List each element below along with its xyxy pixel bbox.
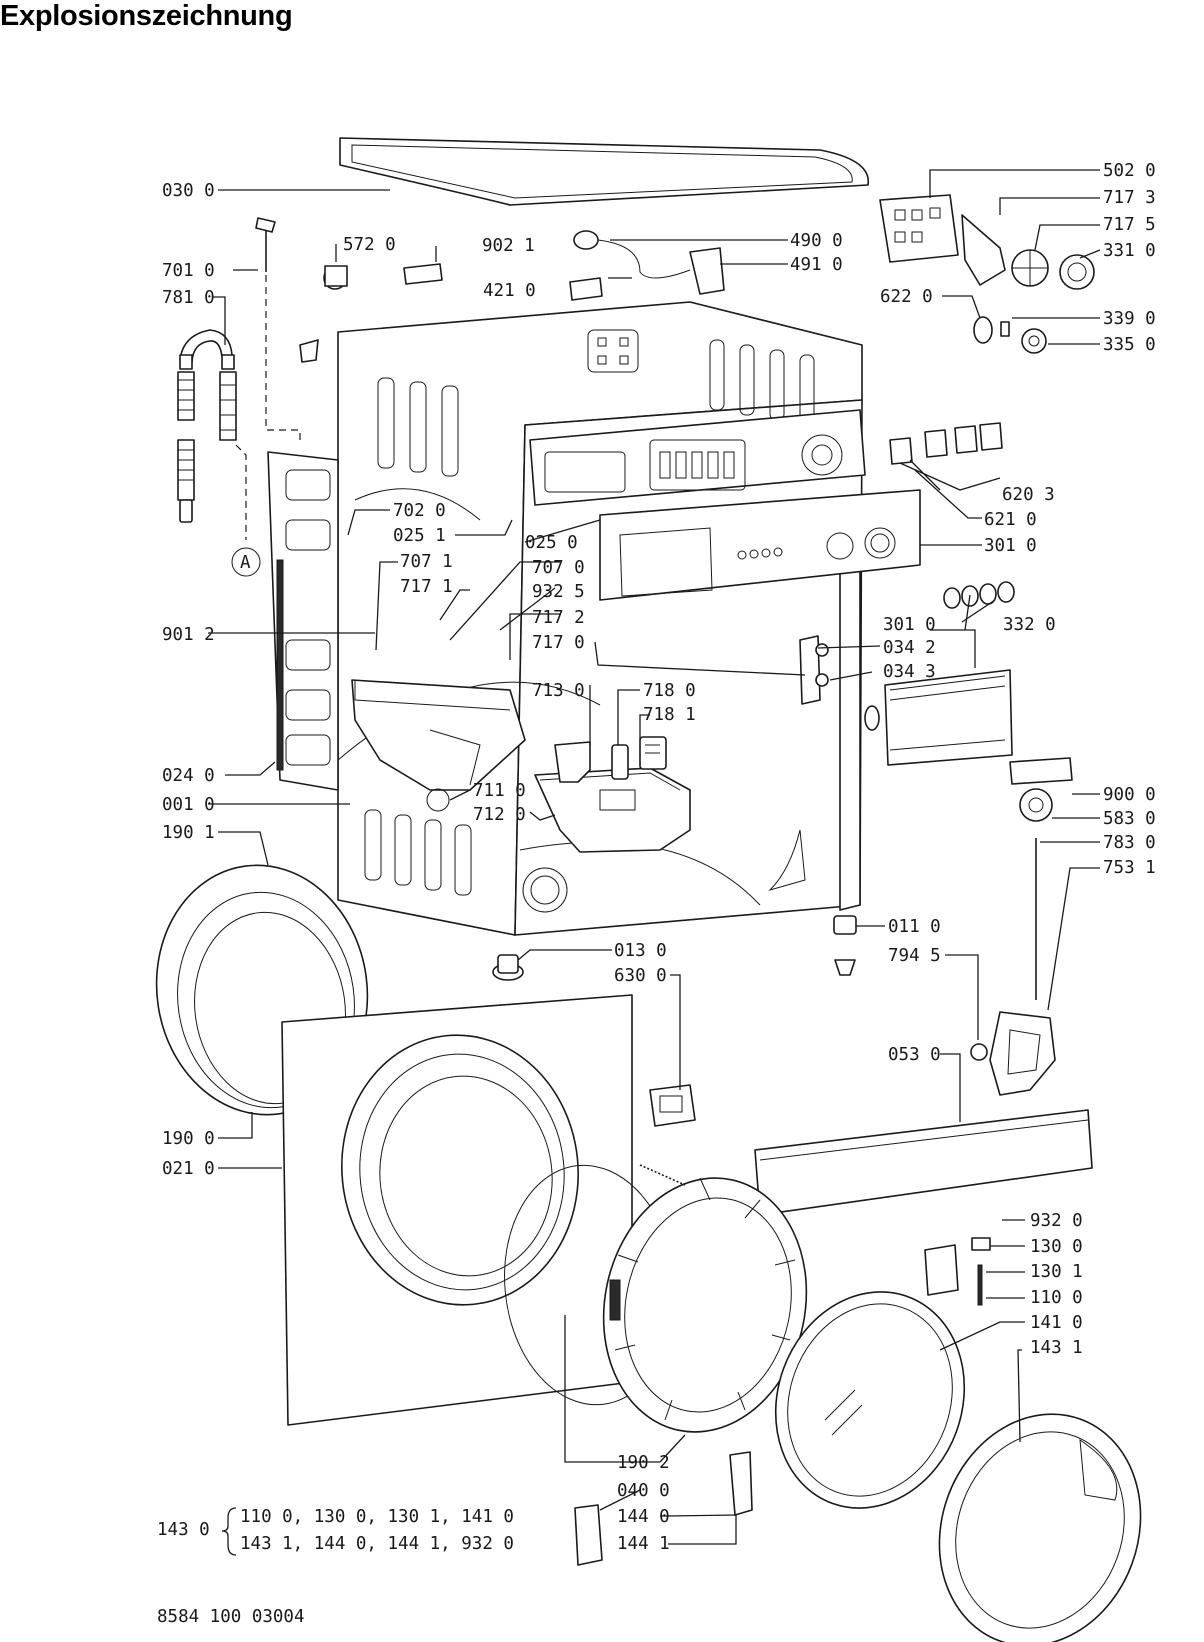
door-ring	[602, 1164, 808, 1433]
top-cover	[339, 137, 869, 206]
program-buttons	[889, 422, 1015, 609]
part-label: 335 0	[1103, 335, 1156, 355]
part-label: 713 0	[532, 681, 585, 701]
part-label: 013 0	[614, 941, 667, 961]
part-label: 781 0	[162, 288, 215, 308]
part-label: 621 0	[984, 510, 1037, 530]
part-label: 491 0	[790, 255, 843, 275]
part-label: 717 1	[400, 577, 453, 597]
reference-marker-label: A	[240, 553, 251, 573]
part-label: 502 0	[1103, 161, 1156, 181]
control-electronics	[529, 409, 866, 506]
part-label: 190 1	[162, 823, 215, 843]
detergent-dispenser	[351, 679, 691, 853]
drawer-front	[884, 669, 1013, 766]
door-lock	[649, 1084, 696, 1127]
part-label: 190 0	[162, 1129, 215, 1149]
part-label: 421 0	[483, 281, 536, 301]
leader-lines	[208, 169, 1101, 1545]
kit-note: 143 0 110 0, 130 0, 130 1, 141 0 143 1, …	[157, 1507, 514, 1556]
part-label: 034 3	[883, 662, 936, 682]
part-label: 707 0	[532, 558, 585, 578]
interlock-parts	[799, 635, 880, 731]
part-label: 053 0	[888, 1045, 941, 1065]
part-label: 630 0	[614, 966, 667, 986]
part-label: 702 0	[393, 501, 446, 521]
part-label: 025 0	[525, 533, 578, 553]
part-label: 011 0	[888, 917, 941, 937]
door-glass	[774, 1291, 966, 1509]
part-label: 712 0	[473, 805, 526, 825]
part-label: 717 5	[1103, 215, 1156, 235]
part-label: 901 2	[162, 625, 215, 645]
part-label: 024 0	[162, 766, 215, 786]
part-label: 110 0	[1030, 1288, 1083, 1308]
part-label: 144 0	[617, 1507, 670, 1527]
part-label: 794 5	[888, 946, 941, 966]
document-number: 8584 100 03004	[157, 1607, 305, 1627]
part-label: 572 0	[343, 235, 396, 255]
part-label: 717 3	[1103, 188, 1156, 208]
part-label: 025 1	[393, 526, 446, 546]
part-label: 783 0	[1103, 833, 1156, 853]
part-label: 701 0	[162, 261, 215, 281]
drain-pump	[989, 1011, 1056, 1096]
part-label: 030 0	[162, 181, 215, 201]
part-label: 301 0	[883, 615, 936, 635]
reference-marker-circle	[231, 547, 261, 577]
inlet-hoses	[177, 217, 301, 540]
part-label: 130 0	[1030, 1237, 1083, 1257]
part-labels: 030 0 701 0 781 0 572 0 902 1 421 0 490 …	[162, 161, 1156, 1554]
part-label: 711 0	[473, 781, 526, 801]
kick-plate	[754, 1109, 1093, 1216]
part-label: 622 0	[880, 287, 933, 307]
part-label: 718 1	[643, 705, 696, 725]
part-label: 490 0	[790, 231, 843, 251]
part-label: 339 0	[1103, 309, 1156, 329]
kit-note-label: 143 0	[157, 1520, 210, 1540]
part-label: 301 0	[984, 536, 1037, 556]
part-label: 143 1	[1030, 1338, 1083, 1358]
part-label: 190 2	[617, 1453, 670, 1473]
part-label: 707 1	[400, 552, 453, 572]
part-label: 717 2	[532, 608, 585, 628]
page-title: Explosionszeichnung	[0, 0, 293, 32]
kit-note-line1: 110 0, 130 0, 130 1, 141 0	[240, 1507, 514, 1527]
water-valves	[299, 230, 725, 363]
part-label: 144 1	[617, 1534, 670, 1554]
pressure-switch	[1009, 757, 1073, 1000]
part-label: 021 0	[162, 1159, 215, 1179]
door-outer-ring	[938, 1413, 1142, 1642]
front-panel	[281, 994, 676, 1426]
part-label: 620 3	[1002, 485, 1055, 505]
part-label: 932 0	[1030, 1211, 1083, 1231]
part-label: 753 1	[1103, 858, 1156, 878]
valve-parts	[554, 736, 667, 783]
door-hinge-and-handle	[574, 1237, 991, 1566]
part-label: 130 1	[1030, 1262, 1083, 1282]
part-label: 141 0	[1030, 1313, 1083, 1333]
kit-note-line2: 143 1, 144 0, 144 1, 932 0	[240, 1534, 514, 1554]
part-label: 034 2	[883, 638, 936, 658]
part-label: 900 0	[1103, 785, 1156, 805]
feet	[492, 915, 988, 1061]
part-label: 902 1	[482, 236, 535, 256]
part-label: 718 0	[643, 681, 696, 701]
front-control-panel	[599, 489, 921, 601]
part-label: 583 0	[1103, 809, 1156, 829]
part-label: 331 0	[1103, 241, 1156, 261]
part-label: 001 0	[162, 795, 215, 815]
part-label: 040 0	[617, 1481, 670, 1501]
part-label: 932 5	[532, 582, 585, 602]
back-panel	[267, 451, 339, 791]
part-label: 332 0	[1003, 615, 1056, 635]
part-label: 717 0	[532, 633, 585, 653]
control-module	[879, 194, 1095, 354]
